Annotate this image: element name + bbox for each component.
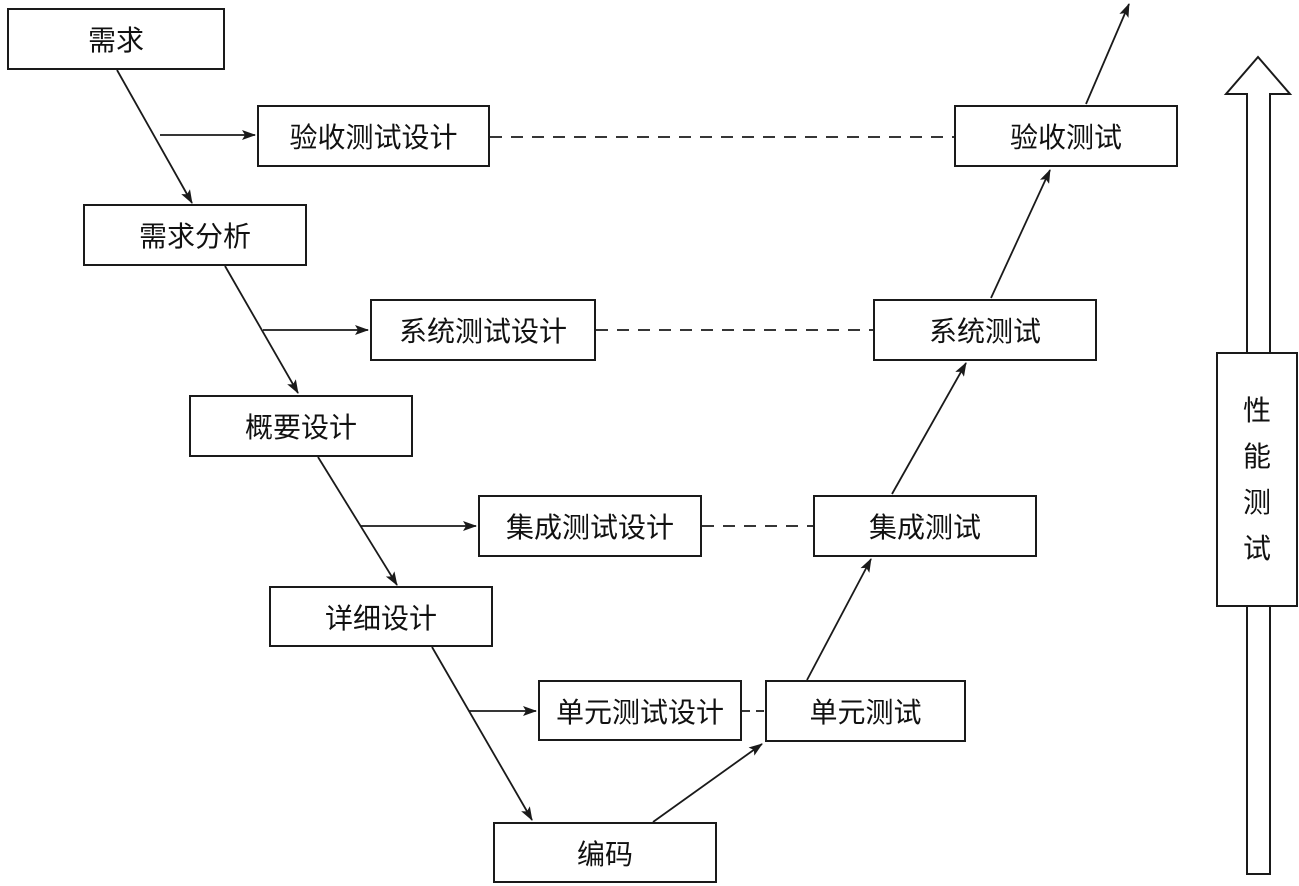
integration-test-box: 集成测试 bbox=[813, 495, 1037, 557]
flow-arrow-high-level-to-detailed bbox=[317, 456, 398, 586]
acceptance-test-box: 验收测试 bbox=[954, 105, 1178, 167]
system-test-design-box: 系统测试设计 bbox=[370, 299, 596, 361]
acceptance-test-design-box: 验收测试设计 bbox=[257, 105, 490, 167]
unit-test-box: 单元测试 bbox=[765, 680, 966, 742]
requirements-box: 需求 bbox=[7, 8, 225, 70]
flow-arrow-analysis-to-high-level bbox=[224, 265, 299, 394]
flow-arrow-coding-to-unit-test bbox=[652, 743, 763, 823]
unit-test-design-box: 单元测试设计 bbox=[538, 680, 742, 741]
performance-test-char-2: 能 bbox=[1242, 439, 1271, 473]
performance-test-char-1: 性 bbox=[1242, 393, 1271, 427]
detailed-design-box: 详细设计 bbox=[269, 586, 493, 647]
flow-arrow-requirements-to-analysis bbox=[116, 69, 193, 204]
requirements-analysis-box: 需求分析 bbox=[83, 204, 307, 266]
flow-arrow-system-to-acceptance-test bbox=[990, 169, 1051, 299]
flow-arrow-detailed-to-coding bbox=[431, 646, 533, 821]
performance-test-char-3: 测 bbox=[1242, 485, 1271, 519]
system-test-box: 系统测试 bbox=[873, 299, 1097, 361]
flow-arrow-acceptance-exit bbox=[1085, 3, 1130, 105]
performance-test-label: 性 能 测 试 bbox=[1216, 352, 1298, 607]
high-level-design-box: 概要设计 bbox=[189, 395, 413, 457]
integration-test-design-box: 集成测试设计 bbox=[478, 495, 702, 557]
performance-test-char-4: 试 bbox=[1242, 531, 1271, 565]
flow-arrow-unit-to-integration-test bbox=[806, 558, 872, 681]
coding-box: 编码 bbox=[493, 822, 717, 883]
flow-arrow-integration-to-system-test bbox=[891, 362, 967, 495]
